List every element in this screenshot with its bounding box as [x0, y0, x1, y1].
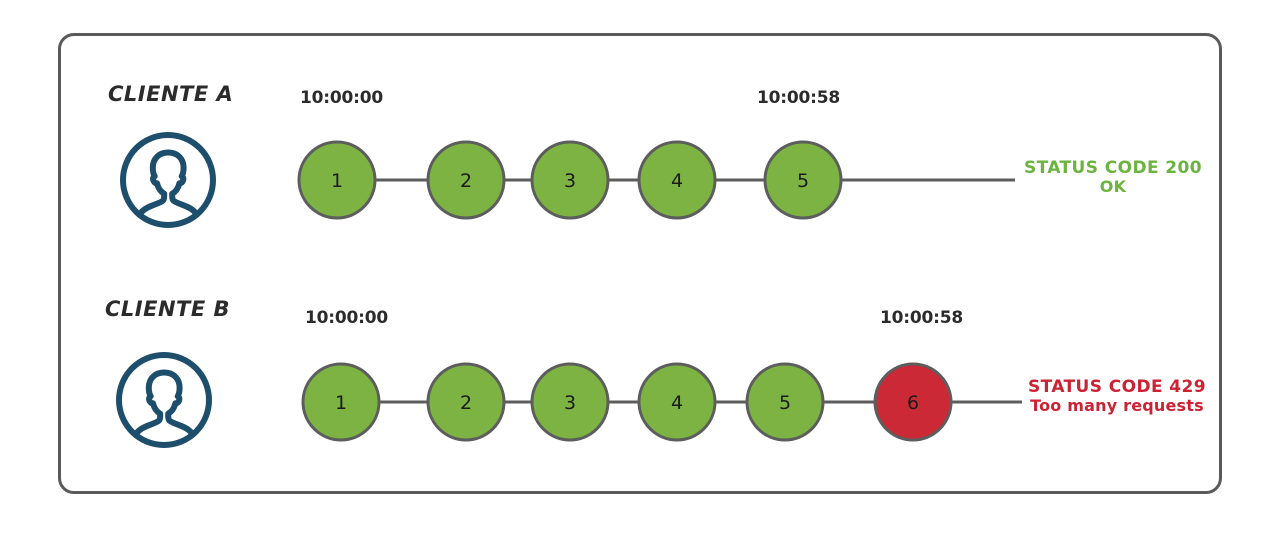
- request-node-b-3[interactable]: [530, 362, 610, 442]
- diagram-panel: [58, 33, 1222, 494]
- user-avatar-icon: [112, 348, 216, 452]
- request-node-a-2[interactable]: [426, 140, 506, 220]
- timestamp-end-a: 10:00:58: [757, 88, 840, 108]
- status-badge-a: STATUS CODE 200 OK: [1024, 158, 1202, 197]
- client-label-a: CLIENTE A: [108, 82, 234, 106]
- client-label-b: CLIENTE B: [105, 297, 231, 321]
- status-code-b: STATUS CODE 429: [1028, 377, 1206, 397]
- request-node-a-1[interactable]: [297, 140, 377, 220]
- request-node-a-5[interactable]: [763, 140, 843, 220]
- user-avatar-icon: [116, 128, 220, 232]
- request-node-b-4[interactable]: [637, 362, 717, 442]
- request-node-a-4[interactable]: [637, 140, 717, 220]
- status-badge-b: STATUS CODE 429 Too many requests: [1028, 377, 1206, 416]
- request-node-b-2[interactable]: [426, 362, 506, 442]
- timestamp-start-b: 10:00:00: [305, 308, 388, 328]
- timestamp-end-b: 10:00:58: [880, 308, 963, 328]
- request-node-a-3[interactable]: [530, 140, 610, 220]
- request-node-b-6[interactable]: [873, 362, 953, 442]
- status-code-a: STATUS CODE 200: [1024, 158, 1202, 178]
- status-text-b: Too many requests: [1030, 396, 1204, 416]
- request-node-b-5[interactable]: [745, 362, 825, 442]
- timestamp-start-a: 10:00:00: [300, 88, 383, 108]
- request-node-b-1[interactable]: [301, 362, 381, 442]
- status-text-a: OK: [1099, 177, 1127, 197]
